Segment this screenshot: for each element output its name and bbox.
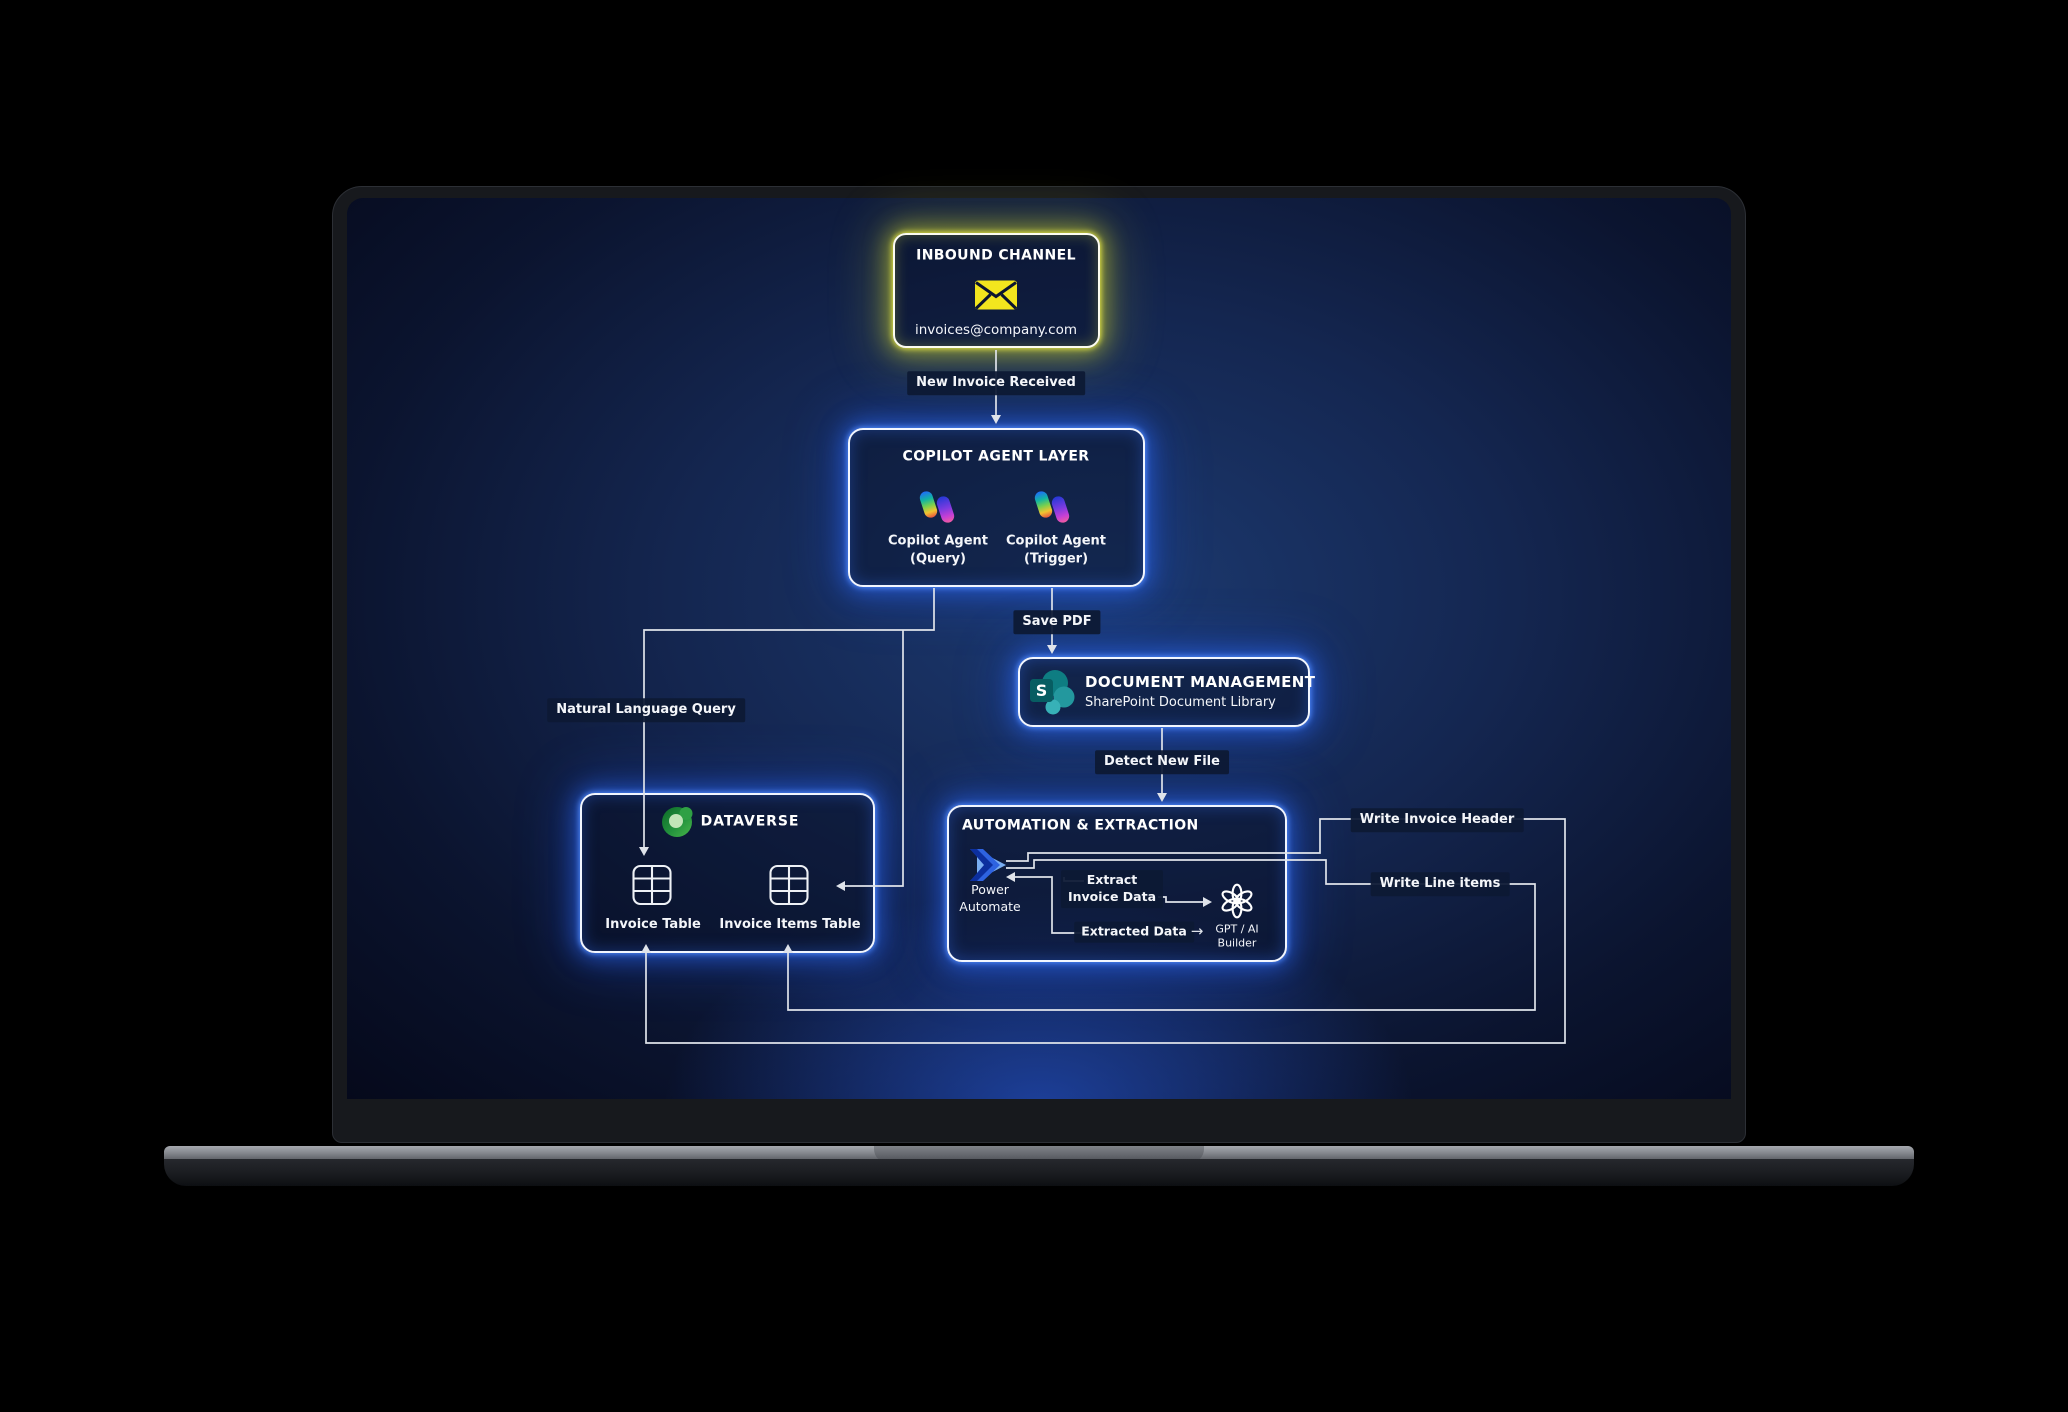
- edge-label-extract-invoice-data: Extract Invoice Data: [1060, 870, 1164, 908]
- pa-line1: Power: [971, 882, 1009, 898]
- copilot-agent-query-label: Copilot Agent (Query): [888, 532, 988, 567]
- invoice-items-table-label: Invoice Items Table: [719, 917, 861, 933]
- table-icon: [632, 864, 672, 906]
- table-icon: [769, 864, 809, 906]
- laptop-thumb-notch: [874, 1146, 1204, 1163]
- agent-name: Copilot Agent: [887, 533, 989, 549]
- copilot-agent-trigger-label: Copilot Agent (Trigger): [1006, 532, 1106, 567]
- edge-label-write-line-items: Write Line items: [1370, 872, 1510, 896]
- svg-text:S: S: [1036, 681, 1048, 700]
- gpt-ai-builder-label: GPT / AI Builder: [1215, 923, 1258, 952]
- edge-label-save-pdf: Save PDF: [1013, 610, 1101, 634]
- invoice-table-label: Invoice Table: [605, 917, 701, 933]
- copilot-agent-layer-box: [848, 428, 1145, 587]
- laptop-base: [164, 1146, 1914, 1186]
- dataverse-title: DATAVERSE: [700, 813, 800, 830]
- agent-role: (Trigger): [1023, 551, 1089, 566]
- copilot-icon: [918, 489, 956, 525]
- automation-title: AUTOMATION & EXTRACTION: [962, 817, 1199, 834]
- agent-name: Copilot Agent: [1005, 533, 1107, 549]
- document-subtitle: SharePoint Document Library: [1085, 695, 1276, 711]
- laptop-lid: [332, 186, 1746, 1143]
- edge-label-write-invoice-header: Write Invoice Header: [1350, 808, 1524, 832]
- edge-label-extracted-data: Extracted Data: [1074, 921, 1194, 943]
- copilot-title: COPILOT AGENT LAYER: [902, 448, 1090, 465]
- edge-label-new-invoice: New Invoice Received: [907, 371, 1085, 395]
- document-management-text: DOCUMENT MANAGEMENT SharePoint Document …: [1085, 672, 1315, 712]
- power-automate-label: Power Automate: [959, 882, 1020, 916]
- laptop-base-body: [164, 1159, 1914, 1186]
- copilot-icon: [1033, 489, 1071, 525]
- pa-line2: Automate: [959, 899, 1021, 914]
- extract-line1: Extract: [1086, 872, 1138, 888]
- agent-role: (Query): [910, 551, 966, 566]
- gpt-line1: GPT / AI: [1215, 922, 1259, 936]
- dataverse-icon: [659, 806, 695, 839]
- openai-icon: [1219, 883, 1255, 919]
- document-title: DOCUMENT MANAGEMENT: [1085, 673, 1316, 692]
- gpt-line2: Builder: [1217, 937, 1257, 950]
- extract-line2: Invoice Data: [1067, 889, 1157, 904]
- inbound-email: invoices@company.com: [915, 321, 1077, 338]
- inbound-title: INBOUND CHANNEL: [916, 247, 1076, 264]
- edge-label-natural-language-query: Natural Language Query: [547, 698, 745, 722]
- laptop-screen: [347, 198, 1731, 1099]
- extracted-data-arrow: →: [1190, 921, 1204, 940]
- dataverse-box: [580, 793, 875, 953]
- envelope-icon: [974, 280, 1018, 311]
- sharepoint-icon: S: [1029, 666, 1075, 716]
- power-automate-icon: [970, 847, 1008, 883]
- edge-label-detect-new-file: Detect New File: [1095, 750, 1229, 774]
